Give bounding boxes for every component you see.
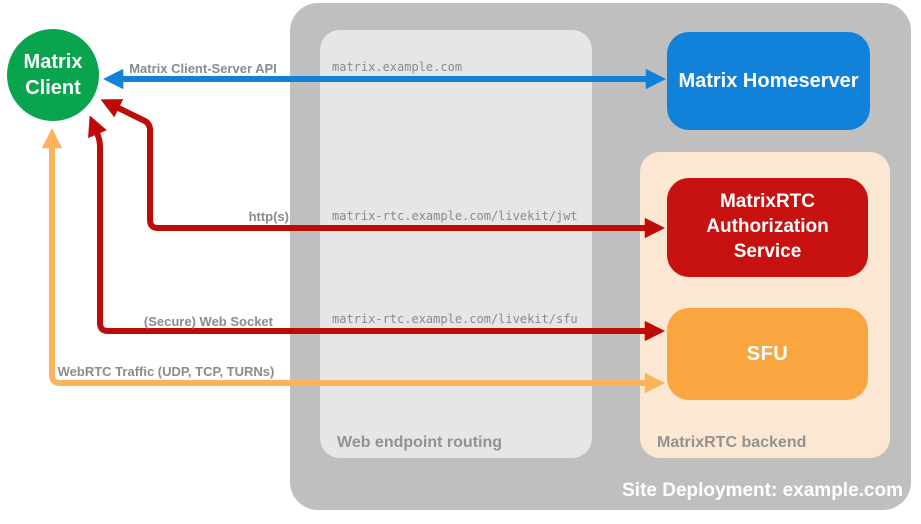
matrix-client-label: Matrix Client [23, 51, 83, 99]
client-server-api-arrow-label: Matrix Client-Server API [129, 61, 277, 76]
http-arrow-label: http(s) [248, 209, 289, 224]
matrix-homeserver-node: Matrix Homeserver [667, 32, 870, 130]
sfu-node: SFU [667, 308, 868, 400]
matrixrtc-authorization-service-node: MatrixRTC Authorization Service [667, 178, 868, 277]
endpoint-url-livekit-sfu: matrix-rtc.example.com/livekit/sfu [332, 312, 578, 326]
matrixrtc-authorization-service-label: MatrixRTC Authorization Service [706, 191, 829, 262]
endpoint-url-livekit-jwt: matrix-rtc.example.com/livekit/jwt [332, 209, 578, 223]
endpoint-url-homeserver: matrix.example.com [332, 60, 463, 74]
websocket-arrow-label: (Secure) Web Socket [143, 314, 273, 329]
web-endpoint-routing-panel [320, 30, 592, 458]
webrtc-arrow-label: WebRTC Traffic (UDP, TCP, TURNs) [57, 364, 275, 379]
site-deployment-caption: Site Deployment: example.com [622, 480, 903, 501]
sfu-label: SFU [746, 342, 789, 365]
matrixrtc-backend-caption: MatrixRTC backend [657, 434, 807, 451]
matrix-homeserver-label: Matrix Homeserver [678, 69, 859, 92]
matrix-client-node: Matrix Client [7, 29, 99, 121]
web-endpoint-routing-caption: Web endpoint routing [337, 434, 503, 451]
